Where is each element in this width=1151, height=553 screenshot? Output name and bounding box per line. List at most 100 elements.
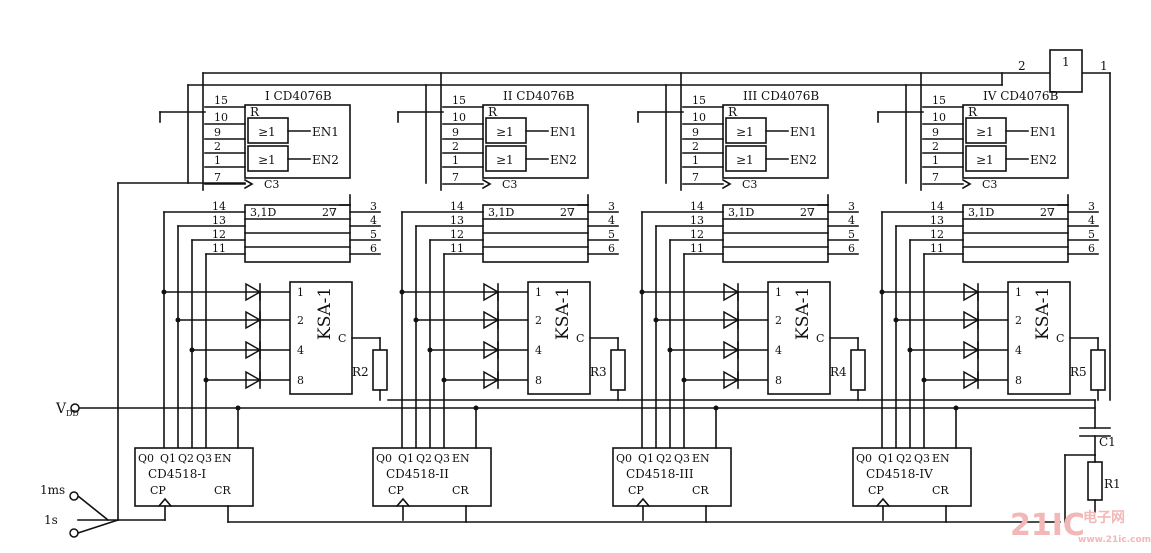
in-pin-1: 13 [450, 214, 464, 227]
in-pin-1: 13 [930, 214, 944, 227]
q-label: 2∇ [1040, 206, 1055, 219]
out-pin-2: 5 [848, 228, 855, 241]
counter-cp-label: CP [868, 484, 884, 497]
ksa-label: KSA-1 [793, 287, 813, 340]
latch-pin-0: 15 [214, 94, 228, 107]
latch-pin-4: 1 [932, 154, 939, 167]
ksa-c-label: C [576, 332, 584, 345]
resistor-label: R3 [590, 365, 607, 379]
counter-label: CD4518-II [386, 467, 449, 481]
latch-pin-1: 10 [692, 111, 706, 124]
counter-output-2: Q2 [896, 452, 912, 465]
watermark-main: 21IC [1010, 508, 1085, 543]
counter-output-0: Q0 [616, 452, 632, 465]
clock-label: C3 [502, 178, 517, 191]
out-pin-3: 6 [608, 242, 615, 255]
ksa-pin-0: 1 [535, 286, 542, 299]
counter-output-4: EN [214, 452, 232, 465]
out-pin-3: 6 [370, 242, 377, 255]
counter-cp-label: CP [628, 484, 644, 497]
counter-label: CD4518-I [148, 467, 206, 481]
in-pin-0: 14 [212, 200, 226, 213]
counter-output-3: Q3 [196, 452, 212, 465]
ksa-pin-2: 4 [297, 344, 304, 357]
latch-pin-0: 15 [452, 94, 466, 107]
ksa-pin-2: 4 [775, 344, 782, 357]
gate-2-label: ≥1 [258, 153, 276, 167]
latch-r-label: R [250, 105, 260, 119]
latch-pin-1: 10 [214, 111, 228, 124]
out-pin-0: 3 [608, 200, 615, 213]
latch-r-label: R [488, 105, 498, 119]
ksa-pin-1: 2 [297, 314, 304, 327]
latch-pin-3: 2 [214, 140, 221, 153]
clock-label: C3 [742, 178, 757, 191]
out-pin-1: 4 [1088, 214, 1095, 227]
latch-pin-3: 2 [452, 140, 459, 153]
latch-pin-2: 9 [214, 126, 221, 139]
out-pin-0: 3 [370, 200, 377, 213]
d-label: 3,1D [728, 206, 754, 219]
resistor-label: R5 [1070, 365, 1087, 379]
capacitor-c1-label: C1 [1099, 435, 1116, 449]
latch-pin-3: 2 [932, 140, 939, 153]
watermark-url: www.21ic.com [1078, 535, 1151, 545]
ksa-c-label: C [1056, 332, 1064, 345]
ksa-pin-1: 2 [535, 314, 542, 327]
ksa-pin-0: 1 [297, 286, 304, 299]
out-pin-2: 5 [370, 228, 377, 241]
in-pin-2: 12 [930, 228, 944, 241]
out-pin-0: 3 [1088, 200, 1095, 213]
latch-r-label: R [728, 105, 738, 119]
gate-1-label: ≥1 [976, 125, 994, 139]
out-pin-3: 6 [848, 242, 855, 255]
q-label: 2∇ [800, 206, 815, 219]
counter-output-2: Q2 [416, 452, 432, 465]
out-pin-0: 3 [848, 200, 855, 213]
latch-pin-0: 15 [932, 94, 946, 107]
ksa-pin-2: 4 [535, 344, 542, 357]
gate-2-label: ≥1 [976, 153, 994, 167]
counter-output-0: Q0 [376, 452, 392, 465]
global-wires [76, 72, 1111, 523]
vdd-sub-label: DD [66, 409, 79, 418]
resistor-label: R2 [352, 365, 369, 379]
enable-2-label: EN2 [312, 153, 339, 167]
out-pin-2: 5 [1088, 228, 1095, 241]
counter-output-4: EN [932, 452, 950, 465]
gate-1-label: ≥1 [258, 125, 276, 139]
latch-pin-4: 1 [452, 154, 459, 167]
latch-pin-5: 7 [932, 171, 939, 184]
latch-title: I CD4076B [265, 89, 332, 103]
inverter-pin-in: 2 [1018, 59, 1026, 73]
out-pin-1: 4 [370, 214, 377, 227]
latch-title: II CD4076B [503, 89, 575, 103]
watermark-cn: 电子网 [1083, 509, 1125, 526]
ksa-c-label: C [816, 332, 824, 345]
out-pin-1: 4 [608, 214, 615, 227]
watermark-logo: 21IC 电子网 www.21ic.com [1010, 508, 1151, 545]
counter-cr-label: CR [692, 484, 709, 497]
in-pin-2: 12 [212, 228, 226, 241]
enable-2-label: EN2 [550, 153, 577, 167]
resistor-label: R4 [830, 365, 847, 379]
latch-pin-4: 1 [214, 154, 221, 167]
counter-output-1: Q1 [878, 452, 894, 465]
latch-r-label: R [968, 105, 978, 119]
ksa-pin-3: 8 [535, 374, 542, 387]
ksa-pin-1: 2 [1015, 314, 1022, 327]
counter-output-0: Q0 [856, 452, 872, 465]
in-pin-0: 14 [690, 200, 704, 213]
counter-output-4: EN [692, 452, 710, 465]
counter-cp-label: CP [388, 484, 404, 497]
ksa-label: KSA-1 [315, 287, 335, 340]
enable-2-label: EN2 [1030, 153, 1057, 167]
out-pin-3: 6 [1088, 242, 1095, 255]
ksa-pin-3: 8 [775, 374, 782, 387]
counter-cp-label: CP [150, 484, 166, 497]
latch-pin-3: 2 [692, 140, 699, 153]
d-label: 3,1D [968, 206, 994, 219]
in-pin-0: 14 [930, 200, 944, 213]
